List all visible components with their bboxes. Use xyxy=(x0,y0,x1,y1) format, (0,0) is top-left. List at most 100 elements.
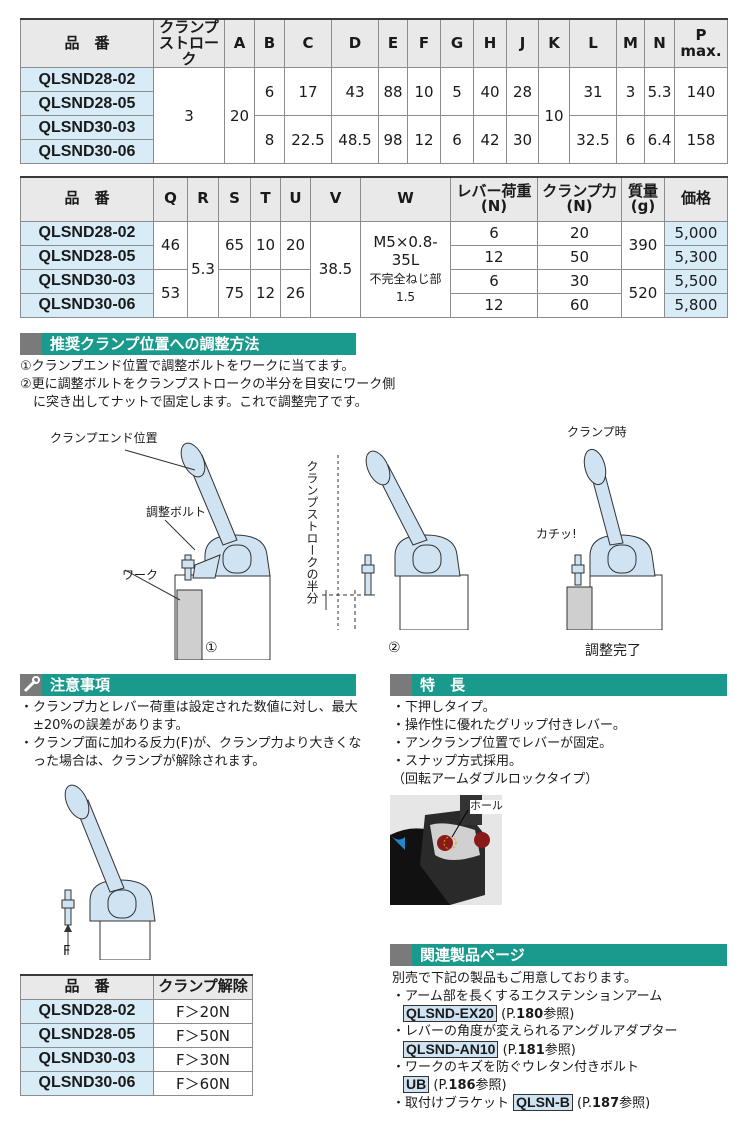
table-row-part: QLSND28-02 xyxy=(20,998,154,1024)
related-item-2: ・レバーの角度が変えられるアングルアダプター xyxy=(392,1024,678,1039)
cell-t: 12 xyxy=(250,268,281,318)
th-release: クランプ解除 xyxy=(153,974,253,1000)
cell-lever-load: 6 xyxy=(450,220,538,246)
cell-b: 8 xyxy=(254,115,285,165)
table-row-part: QLSND28-02 xyxy=(20,220,154,246)
cell-release: F＞50N xyxy=(153,1022,253,1048)
cell-e: 88 xyxy=(378,67,408,117)
th-l: L xyxy=(569,18,617,69)
cell-s: 65 xyxy=(218,220,251,270)
table-row-part: QLSND28-02 xyxy=(20,67,154,93)
cell-stroke: 3 xyxy=(153,67,225,165)
cell-k: 10 xyxy=(538,67,570,165)
cell-clamp-force: 20 xyxy=(537,220,622,246)
bar-tab-icon xyxy=(390,674,412,696)
table-row-part: QLSND30-06 xyxy=(20,292,154,318)
table-row-part: QLSND28-05 xyxy=(20,91,154,117)
th-clamp-force: クランプ力(N) xyxy=(537,176,622,222)
cell-f: 10 xyxy=(407,67,441,117)
cell-p: 158 xyxy=(674,115,728,165)
th-q: Q xyxy=(153,176,188,222)
ref-angle-adapter[interactable]: QLSND-AN10 xyxy=(403,1041,499,1058)
table-row-part: QLSND30-06 xyxy=(20,1070,154,1096)
adjust-step-2b: に突き出してナットで固定します。これで調整完了です。 xyxy=(20,395,368,410)
th-v: V xyxy=(310,176,361,222)
cell-l: 32.5 xyxy=(569,115,617,165)
related-ref-2-line: QLSND-AN10 (P.181参照) xyxy=(403,1041,576,1060)
cell-m: 6 xyxy=(616,115,645,165)
feature-item: ・スナップ方式採用。 xyxy=(392,754,523,769)
cell-s: 75 xyxy=(218,268,251,318)
table-row-part: QLSND30-03 xyxy=(20,1046,154,1072)
cell-release: F＞60N xyxy=(153,1070,253,1096)
cell-clamp-force: 60 xyxy=(537,292,622,318)
related-ref-1-line: QLSND-EX20 (P.180参照) xyxy=(403,1005,574,1024)
section-title: 関連製品ページ xyxy=(420,946,525,964)
label-clamping: クランプ時 xyxy=(567,425,627,439)
cell-c: 17 xyxy=(284,67,332,117)
related-item-1: ・アーム部を長くするエクステンションアーム xyxy=(392,989,663,1004)
bar-tab-icon xyxy=(390,944,412,966)
cell-h: 40 xyxy=(473,67,507,117)
cell-r: 5.3 xyxy=(187,220,219,318)
label-force: F xyxy=(63,944,71,959)
ref-extension-arm[interactable]: QLSND-EX20 xyxy=(403,1005,497,1022)
clamp-diagram-3 xyxy=(566,448,663,630)
th-f: F xyxy=(407,18,441,69)
cell-release: F＞20N xyxy=(153,998,253,1024)
caution-line-2: ±20%の誤差があります。 xyxy=(20,718,189,733)
feature-item: ・操作性に優れたグリップ付きレバー。 xyxy=(392,718,626,733)
cell-p: 140 xyxy=(674,67,728,117)
related-item-4: ・取付けブラケット QLSN-B (P.187参照) xyxy=(392,1094,651,1111)
cell-e: 98 xyxy=(378,115,408,165)
cell-clamp-force: 30 xyxy=(537,268,622,294)
table-row-part: QLSND30-03 xyxy=(20,115,154,141)
cell-u: 20 xyxy=(280,220,311,270)
cell-clamp-force: 50 xyxy=(537,244,622,270)
th-n: N xyxy=(644,18,675,69)
caption-2: ② xyxy=(388,640,401,656)
th-u: U xyxy=(280,176,311,222)
table-row-part: QLSND28-05 xyxy=(20,1022,154,1048)
spec-table-1: 品 番 クランプストローク A B C D E F G H J K L M N … xyxy=(20,18,728,165)
related-ref-3-line: UB (P.186参照) xyxy=(403,1076,507,1095)
th-price: 価格 xyxy=(664,176,728,222)
product-photo xyxy=(390,795,502,905)
th-part: 品 番 xyxy=(20,18,154,69)
bar-tab-icon xyxy=(20,333,42,355)
feature-item: ・アンクランプ位置でレバーが固定。 xyxy=(392,736,613,751)
cell-l: 31 xyxy=(569,67,617,117)
cell-t: 10 xyxy=(250,220,281,270)
cell-n: 5.3 xyxy=(644,67,675,117)
section-bar-adjust: 推奨クランプ位置への調整方法 xyxy=(20,333,356,355)
adjust-step-1: ①クランプエンド位置で調整ボルトをワークに当てます。 xyxy=(20,359,355,374)
th-a: A xyxy=(224,18,255,69)
th-mass: 質量(g) xyxy=(621,176,665,222)
th-lever-load: レバー荷重(N) xyxy=(450,176,538,222)
cell-lever-load: 12 xyxy=(450,292,538,318)
th-s: S xyxy=(218,176,251,222)
th-w: W xyxy=(360,176,451,222)
section-bar-related: 関連製品ページ xyxy=(390,944,727,966)
th-part: 品 番 xyxy=(20,974,154,1000)
clamp-diagram-2 xyxy=(322,450,469,630)
cell-mass: 520 xyxy=(621,268,665,318)
cell-j: 30 xyxy=(506,115,539,165)
cell-d: 43 xyxy=(331,67,379,117)
ref-urethane-bolt[interactable]: UB xyxy=(403,1076,430,1093)
label-half-stroke: クランプストロークの半分 xyxy=(305,460,319,604)
cell-release: F＞30N xyxy=(153,1046,253,1072)
ref-bracket[interactable]: QLSN-B xyxy=(513,1094,573,1111)
cell-a: 20 xyxy=(224,67,255,165)
th-e: E xyxy=(378,18,408,69)
label-clamp-end: クランプエンド位置 xyxy=(50,431,158,445)
cell-m: 3 xyxy=(616,67,645,117)
label-work: ワーク xyxy=(122,568,159,582)
label-click: カチッ! xyxy=(536,527,577,541)
table-row-part: QLSND30-06 xyxy=(20,139,154,165)
cell-f: 12 xyxy=(407,115,441,165)
feature-sub: （回転アームダブルロックタイプ） xyxy=(392,772,599,787)
